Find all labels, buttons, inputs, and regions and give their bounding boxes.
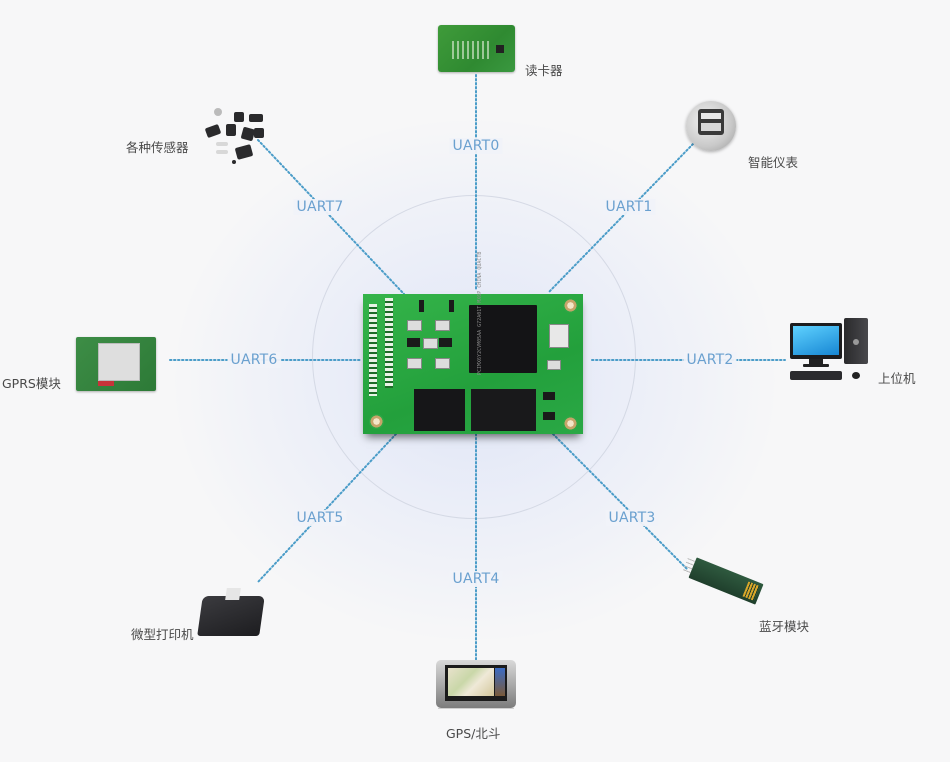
uart-label-3: UART3 bbox=[605, 510, 659, 526]
uart-label-7: UART7 bbox=[293, 199, 347, 215]
device-label-uart1: 智能仪表 bbox=[748, 155, 799, 170]
gps-shadow-line bbox=[438, 708, 514, 709]
mount-hole bbox=[563, 298, 578, 313]
line-uart7 bbox=[257, 139, 405, 295]
uart-label-4: UART4 bbox=[449, 571, 503, 587]
device-label-uart2: 上位机 bbox=[878, 371, 916, 386]
pin-header-left bbox=[369, 304, 377, 396]
sensors-icon bbox=[204, 106, 266, 166]
thermal-printer-icon bbox=[196, 586, 266, 636]
card-reader-board-icon bbox=[438, 25, 515, 72]
line-uart3 bbox=[552, 433, 689, 571]
mount-hole bbox=[563, 416, 578, 431]
reader-chip bbox=[496, 45, 504, 53]
device-label-uart3: 蓝牙模块 bbox=[759, 619, 810, 634]
device-label-uart0: 读卡器 bbox=[525, 63, 563, 78]
core-board-image: PCIMX6Y2CVM05AA G72A01T MX6P CHINA QUACT… bbox=[363, 252, 583, 434]
center-ring bbox=[312, 195, 636, 519]
uart-label-1: UART1 bbox=[602, 199, 656, 215]
keyboard-icon bbox=[790, 371, 842, 380]
flash-chip bbox=[471, 389, 536, 431]
device-label-uart4: GPS/北斗 bbox=[446, 726, 501, 741]
monitor-base bbox=[803, 364, 829, 367]
device-label-uart7: 各种传感器 bbox=[126, 140, 189, 155]
uart-label-5: UART5 bbox=[293, 510, 347, 526]
gprs-shield bbox=[98, 343, 140, 381]
uart-label-0: UART0 bbox=[449, 138, 503, 154]
pc-tower-icon bbox=[844, 318, 868, 364]
device-label-uart6: GPRS模块 bbox=[2, 376, 61, 391]
cpu-chip: PCIMX6Y2CVM05AA G72A01T MX6P CHINA QUACT… bbox=[469, 252, 537, 375]
uart-label-2: UART2 bbox=[683, 352, 737, 368]
ram-chip bbox=[414, 389, 465, 431]
monitor-stand bbox=[809, 359, 823, 364]
gprs-module-icon bbox=[76, 337, 156, 391]
gprs-sim-tag bbox=[98, 381, 114, 386]
device-label-uart5: 微型打印机 bbox=[131, 627, 194, 642]
mount-hole bbox=[369, 414, 384, 429]
line-uart5 bbox=[257, 433, 397, 583]
pin-header-right bbox=[385, 298, 393, 388]
uart-label-6: UART6 bbox=[227, 352, 281, 368]
smart-meter-icon bbox=[686, 101, 736, 151]
line-uart1 bbox=[547, 143, 694, 294]
gps-navigator-icon bbox=[436, 660, 516, 708]
cpu-marking: PCIMX6Y2CVM05AA G72A01T MX6P CHINA QUACT… bbox=[477, 251, 483, 375]
reader-traces bbox=[452, 41, 490, 59]
meter-face bbox=[698, 109, 724, 135]
mouse-icon bbox=[852, 372, 860, 379]
desktop-computer-icon bbox=[790, 323, 842, 359]
